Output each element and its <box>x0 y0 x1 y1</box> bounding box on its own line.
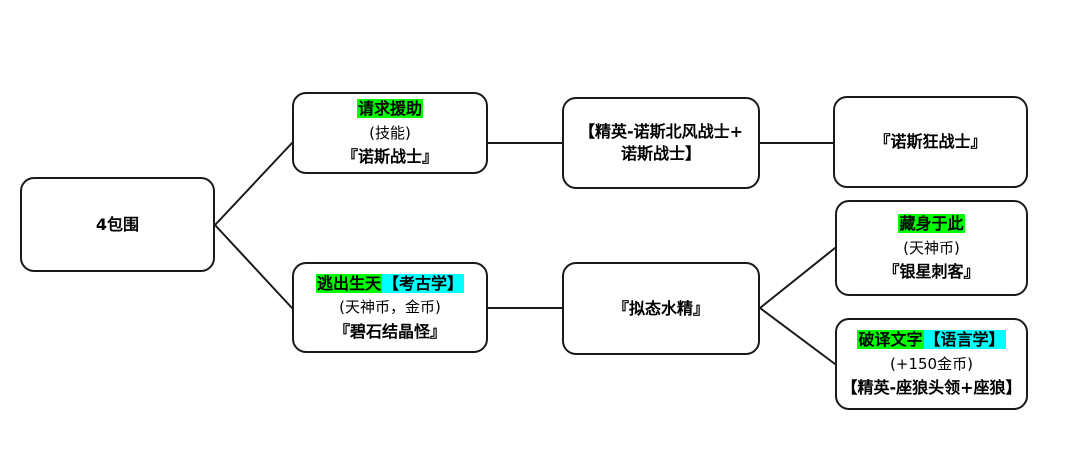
highlight-green: 破译文字 <box>857 330 924 350</box>
highlight-cyan: 【语言学】 <box>923 330 1006 350</box>
highlight-green: 逃出生天 <box>315 273 382 293</box>
edge-mid-bottom-to-right-bottom <box>759 307 836 365</box>
node-mid-top[interactable]: 【精英-诺斯北风战士+ 诺斯战士】 <box>562 97 760 189</box>
node-branch-bottom-name: 『碧石结晶怪』 <box>333 321 446 341</box>
node-right-mid-name: 『银星刺客』 <box>883 262 980 282</box>
node-root-label: 4包围 <box>95 214 140 234</box>
node-branch-top-name: 『诺斯战士』 <box>341 147 438 167</box>
node-mid-bottom[interactable]: 『拟态水精』 <box>562 262 760 355</box>
node-right-mid-subtitle: (天神币) <box>903 238 960 257</box>
node-right-bottom[interactable]: 破译文字【语言学】 (+150金币) 【精英-座狼头领+座狼】 <box>835 318 1028 410</box>
node-right-bottom-title: 破译文字【语言学】 <box>857 329 1006 350</box>
edge-root-to-branch-bottom <box>214 224 293 309</box>
node-branch-bottom[interactable]: 逃出生天【考古学】 (天神币，金币) 『碧石结晶怪』 <box>292 262 488 353</box>
node-right-bottom-subtitle: (+150金币) <box>890 354 973 373</box>
node-right-top-name: 『诺斯狂战士』 <box>874 132 987 152</box>
node-right-mid[interactable]: 藏身于此 (天神币) 『银星刺客』 <box>835 200 1028 296</box>
edge-root-to-branch-top <box>214 142 293 226</box>
node-branch-top-title: 请求援助 <box>356 98 423 119</box>
node-branch-bottom-subtitle: (天神币，金币) <box>339 298 441 317</box>
highlight-green: 请求援助 <box>356 99 423 119</box>
highlight-green: 藏身于此 <box>898 214 965 234</box>
node-branch-bottom-title: 逃出生天【考古学】 <box>315 273 465 294</box>
node-right-bottom-name: 【精英-座狼头领+座狼】 <box>841 378 1022 398</box>
node-right-top[interactable]: 『诺斯狂战士』 <box>833 96 1028 188</box>
node-mid-bottom-name: 『拟态水精』 <box>612 298 709 318</box>
node-root[interactable]: 4包围 <box>20 177 215 272</box>
node-right-mid-title: 藏身于此 <box>898 213 965 234</box>
node-branch-top[interactable]: 请求援助 (技能) 『诺斯战士』 <box>292 92 488 174</box>
node-branch-top-subtitle: (技能) <box>369 123 411 142</box>
highlight-cyan: 【考古学】 <box>382 273 465 293</box>
edge-mid-bottom-to-right-mid <box>759 247 836 309</box>
node-mid-top-line1: 【精英-诺斯北风战士+ <box>578 122 744 142</box>
node-mid-top-line2: 诺斯战士】 <box>620 144 701 163</box>
